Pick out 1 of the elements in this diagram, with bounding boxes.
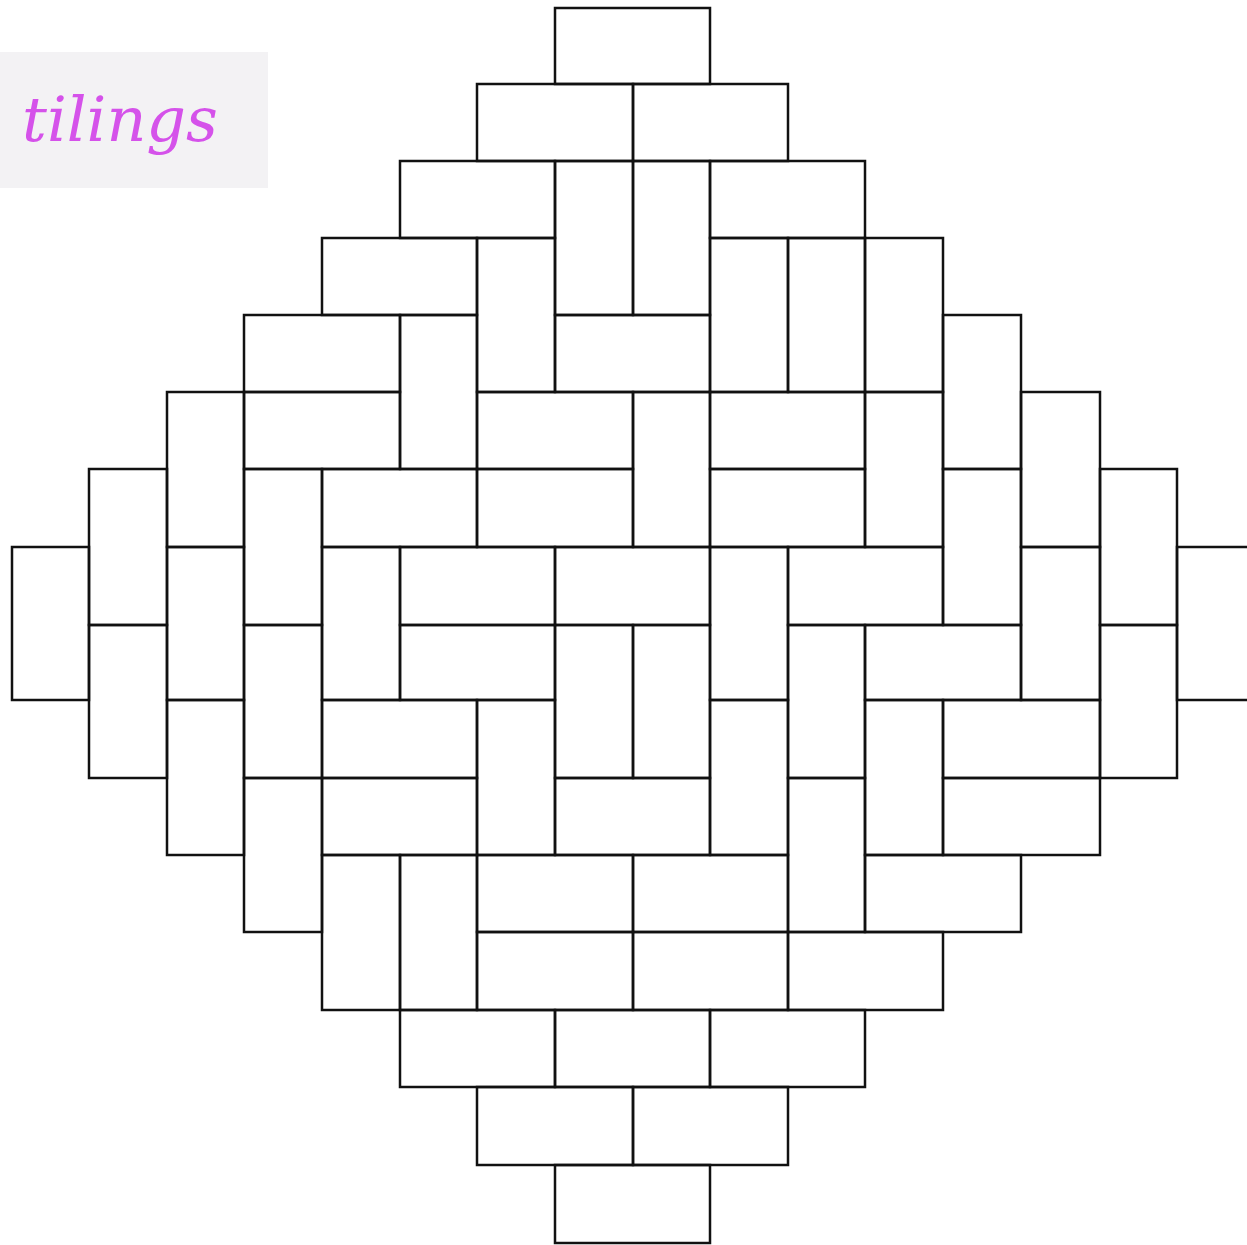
title: tilings (0, 52, 268, 188)
